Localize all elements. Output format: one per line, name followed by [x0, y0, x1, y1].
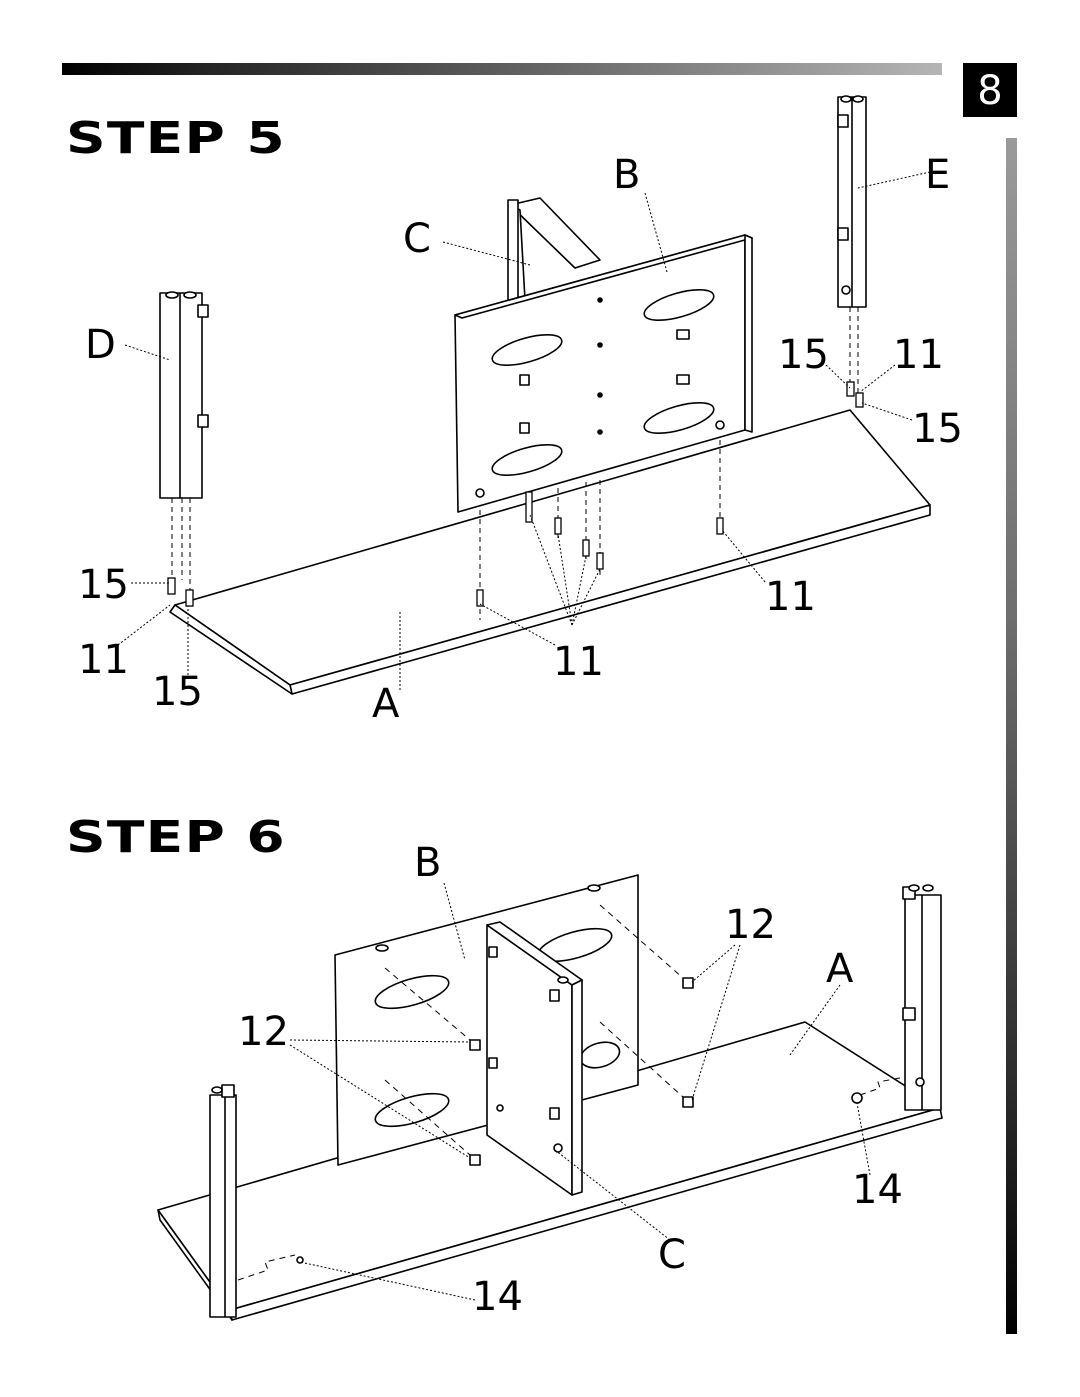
step-5-title: STEP 5: [66, 113, 286, 164]
step-6-title: STEP 6: [66, 812, 286, 863]
label-15-left-top: 15: [78, 562, 129, 608]
label-11-mid: 11: [553, 639, 604, 685]
label-11-right: 11: [893, 332, 944, 378]
side-rule: [1006, 138, 1017, 1334]
label-12-right: 12: [725, 902, 776, 948]
label-15-right-bottom: 15: [912, 406, 963, 452]
label-d: D: [85, 322, 116, 368]
label-14-left: 14: [472, 1274, 523, 1320]
slot-4: [643, 401, 715, 435]
step-5-illustration: [159, 95, 931, 695]
panel-c-upright: [486, 921, 583, 1196]
slot-2: [643, 288, 715, 322]
cam-fittings: [296, 977, 863, 1264]
slot-3: [491, 443, 563, 477]
label-14-right: 14: [852, 1167, 903, 1213]
step-6-labels: B 12 A 12 14 C 14: [238, 840, 903, 1320]
label-11-left: 11: [78, 637, 129, 683]
label-12-left: 12: [238, 1009, 289, 1055]
label-b-step6: B: [414, 840, 441, 886]
left-leg-step6: [209, 1084, 237, 1318]
panel-d-leg: [159, 291, 209, 499]
label-c: C: [403, 216, 431, 262]
panel-a-board: [169, 409, 931, 695]
label-15-right-top: 15: [778, 332, 829, 378]
slot-b1: [374, 974, 450, 1010]
step-5-labels: B C D E 15 11 15 15 11 15 11 11 A: [78, 152, 963, 727]
slot-b3: [374, 1092, 450, 1128]
label-a-step6: A: [826, 946, 854, 992]
label-e: E: [925, 152, 950, 198]
label-b: B: [613, 152, 640, 198]
slot-1: [491, 333, 563, 367]
label-c-step6: C: [658, 1232, 686, 1278]
panel-e-leg: [837, 95, 867, 308]
right-leg-step6: [902, 884, 942, 1111]
label-a: A: [372, 681, 400, 727]
panel-b-board: [454, 234, 753, 513]
label-11-mid-right: 11: [765, 574, 816, 620]
header-rule: [62, 63, 942, 75]
label-15-left-bottom: 15: [152, 669, 203, 715]
panel-c-strip: [507, 197, 601, 301]
page-number-badge: 8: [963, 63, 1017, 117]
step-6-illustration: [157, 874, 943, 1321]
